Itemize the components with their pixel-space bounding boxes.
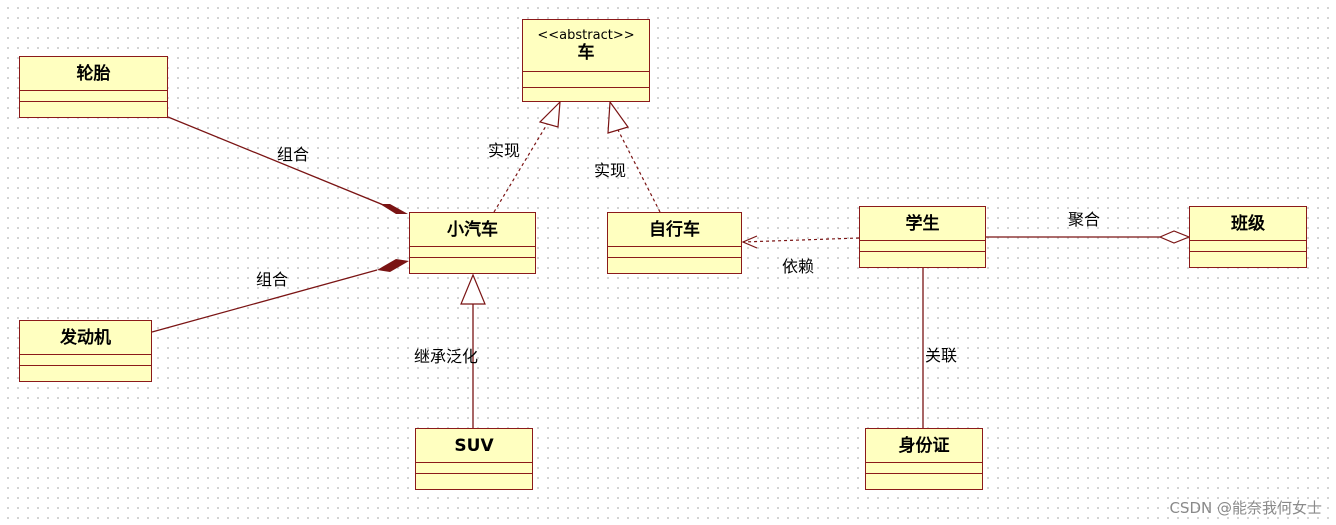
label-suv-sedan: 继承泛化 <box>414 347 479 366</box>
class-sedan-name: 小汽车 <box>447 219 498 240</box>
aggregation-diamond-class <box>1158 230 1191 244</box>
realization-arrowhead-sedan <box>538 100 561 128</box>
class-engine[interactable]: 发动机 <box>19 320 152 382</box>
composition-line-tire <box>167 116 387 207</box>
class-car[interactable]: <<abstract>> 车 <box>522 19 650 102</box>
class-car-attributes <box>523 72 649 88</box>
label-sedan-car: 实现 <box>488 141 521 160</box>
class-tire-attributes <box>20 91 167 102</box>
class-sedan-operations <box>410 258 535 269</box>
class-student-operations <box>860 252 985 263</box>
class-engine-name: 发动机 <box>60 327 111 348</box>
class-car-name: 车 <box>577 42 595 63</box>
class-class-operations <box>1190 252 1306 263</box>
composition-diamond-tire <box>380 204 408 214</box>
class-engine-operations <box>20 366 151 377</box>
generalization-arrowhead-suv <box>460 273 486 305</box>
class-bicycle-attributes <box>608 247 741 258</box>
class-id-card-name: 身份证 <box>898 435 950 456</box>
label-tire-sedan: 组合 <box>277 145 310 164</box>
class-class-attributes <box>1190 241 1306 252</box>
class-class-name: 班级 <box>1231 213 1265 234</box>
class-car-operations <box>523 88 649 99</box>
class-id-card-attributes <box>866 463 982 474</box>
class-id-card-operations <box>866 474 982 485</box>
class-student[interactable]: 学生 <box>859 206 986 268</box>
class-class[interactable]: 班级 <box>1189 206 1307 268</box>
class-engine-attributes <box>20 355 151 366</box>
class-tire[interactable]: 轮胎 <box>19 56 168 118</box>
class-bicycle-name: 自行车 <box>649 219 700 240</box>
class-suv[interactable]: SUV <box>415 428 533 490</box>
class-student-attributes <box>860 241 985 252</box>
class-car-stereotype: <<abstract>> <box>537 27 635 43</box>
class-sedan[interactable]: 小汽车 <box>409 212 536 274</box>
class-bicycle[interactable]: 自行车 <box>607 212 742 274</box>
class-suv-attributes <box>416 463 532 474</box>
label-student-bicycle: 依赖 <box>782 257 815 276</box>
label-student-idcard: 关联 <box>925 346 958 365</box>
composition-diamond-engine <box>377 259 409 272</box>
realization-arrowhead-bicycle <box>607 100 629 134</box>
class-sedan-attributes <box>410 247 535 258</box>
composition-line-engine <box>151 269 378 333</box>
class-id-card[interactable]: 身份证 <box>865 428 983 490</box>
label-student-class: 聚合 <box>1068 210 1101 229</box>
class-tire-name: 轮胎 <box>76 63 111 84</box>
dependency-line-student <box>742 237 860 243</box>
realization-line-bicycle <box>616 127 661 213</box>
label-bicycle-car: 实现 <box>594 161 627 180</box>
class-suv-name: SUV <box>454 435 494 456</box>
class-bicycle-operations <box>608 258 741 269</box>
label-engine-sedan: 组合 <box>256 270 289 289</box>
class-tire-operations <box>20 102 167 113</box>
dependency-arrowhead-student <box>741 235 758 249</box>
realization-line-sedan <box>493 120 550 213</box>
class-student-name: 学生 <box>905 213 940 234</box>
watermark: CSDN @能奈我何女士 <box>1169 499 1322 517</box>
class-suv-operations <box>416 474 532 485</box>
